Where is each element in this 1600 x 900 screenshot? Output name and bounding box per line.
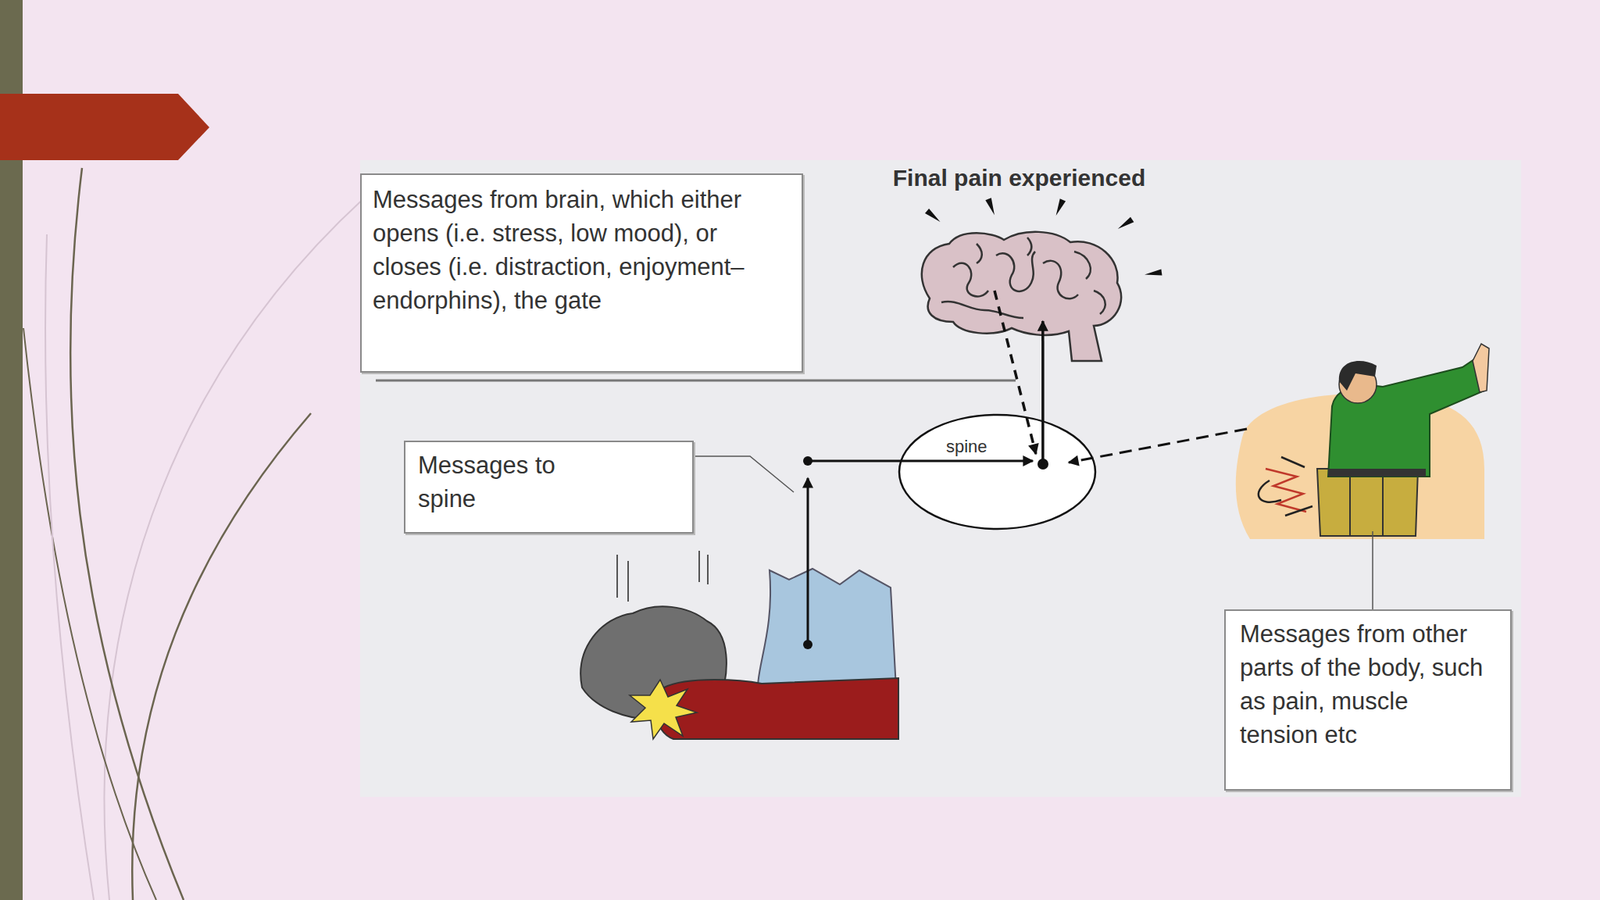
brain-fold [1042, 260, 1079, 300]
spine-ellipse: spine [897, 413, 1097, 531]
brain-fold [953, 263, 989, 297]
signal-dot [803, 456, 813, 466]
gate-dot [1037, 458, 1049, 470]
pain-ray [1144, 269, 1162, 276]
note-box: Messages from other parts of the body, s… [1224, 609, 1512, 791]
decor-curve [70, 167, 184, 900]
trousers [1317, 468, 1418, 536]
decor-curve [45, 234, 94, 900]
node-text: Messages from brain, which either opens … [361, 175, 802, 318]
body-signal-arrow [1068, 428, 1247, 463]
node-text: Messages from other parts of the body, s… [1225, 610, 1504, 752]
edge-group [994, 290, 1043, 465]
leader-line [693, 456, 794, 493]
brain-node: Final pain experienced [867, 165, 1172, 363]
spine-outline [899, 414, 1096, 529]
hair [1339, 360, 1377, 391]
fall-line [707, 554, 709, 585]
node-text: Final pain experienced [867, 165, 1172, 191]
node-text: spine [897, 413, 1097, 458]
pain-ray [925, 208, 941, 222]
leader-line [375, 379, 1016, 383]
pain-ray [1056, 198, 1066, 216]
node-text: Messages to spine [405, 442, 618, 516]
image-panel [360, 160, 1522, 797]
brain-fold [941, 301, 1024, 318]
brain-fold [976, 237, 1032, 264]
decor-curve [132, 413, 311, 900]
pain-marks [1265, 468, 1307, 512]
pain-marks [1258, 457, 1313, 516]
note-box: Messages from brain, which either opens … [360, 173, 804, 373]
title-banner-arrow [0, 93, 210, 161]
nerve-signal-arrow [807, 478, 810, 645]
shoe [656, 678, 899, 740]
shirt [1328, 357, 1485, 477]
hand [1472, 343, 1490, 393]
brain-fold [996, 251, 1036, 292]
belt [1328, 468, 1426, 477]
brain-fold [1074, 251, 1106, 315]
brain-illustration [867, 165, 1172, 363]
trouser-seam [1349, 476, 1351, 536]
fall-line [616, 554, 618, 598]
ellipse-outline [897, 413, 1097, 531]
note-box: Messages to spine [403, 440, 694, 534]
trouser-seam [1382, 476, 1384, 536]
pain-ray [1117, 217, 1135, 229]
nerve-signal-arrow [807, 460, 1033, 463]
leader-line [1371, 531, 1374, 610]
decor-curve [23, 328, 157, 900]
impact-star [629, 679, 697, 740]
brain-outline [921, 232, 1122, 361]
solid-arrow [1041, 321, 1045, 465]
dashed-arrow [994, 290, 1036, 454]
signal-dot [803, 639, 813, 650]
fall-line [627, 560, 629, 602]
pain-ray [985, 197, 995, 215]
fall-line [698, 550, 700, 583]
